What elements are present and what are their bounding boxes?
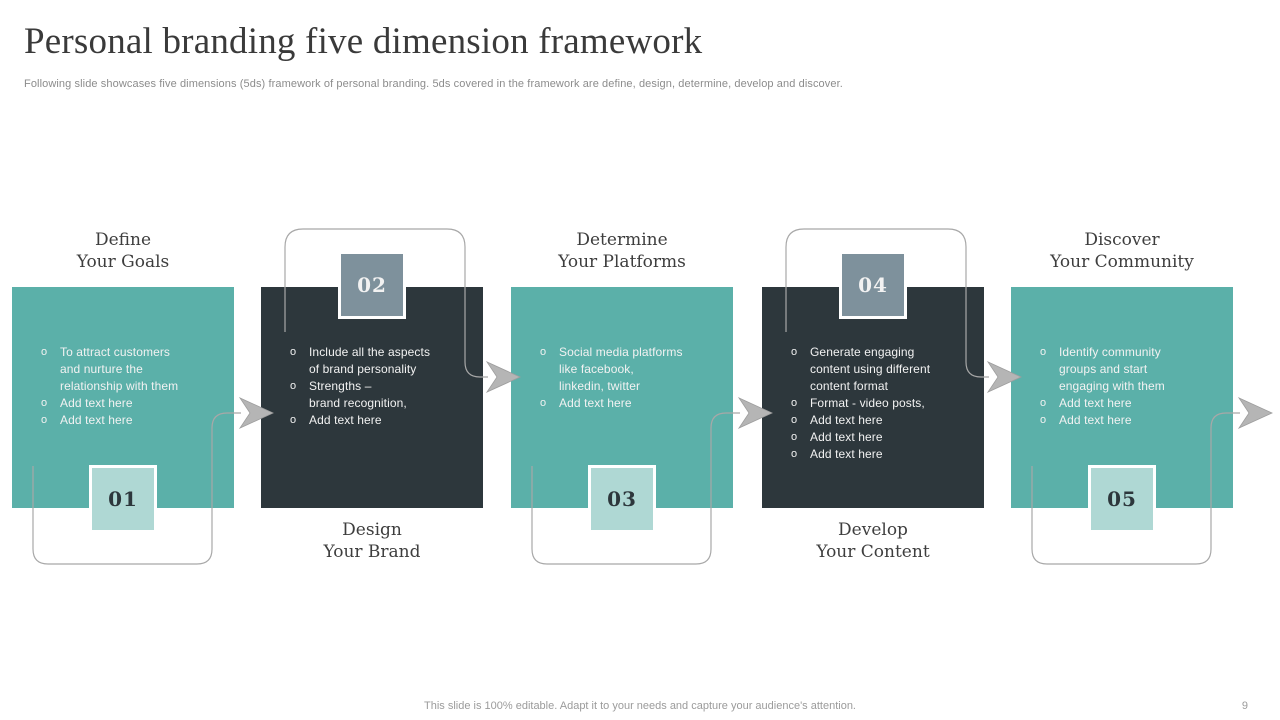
bullet-marker-icon: o xyxy=(41,346,48,358)
bullet-item: o Add text here xyxy=(791,446,970,463)
dimension-title: Develop Your Content xyxy=(816,520,930,562)
bullet-text: Add text here xyxy=(60,396,133,410)
dimension-number-badge: 03 xyxy=(588,465,656,533)
bullet-item: o Strengths – brand recognition, xyxy=(290,378,469,412)
bullet-marker-icon: o xyxy=(791,397,798,409)
bullet-marker-icon: o xyxy=(791,448,798,460)
page-title: Personal branding five dimension framewo… xyxy=(24,21,703,62)
dimension-number-badge: 04 xyxy=(839,251,907,319)
bullet-text: Add text here xyxy=(559,396,632,410)
bullet-item: o Add text here xyxy=(290,412,469,429)
bullet-marker-icon: o xyxy=(290,380,297,392)
bullet-marker-icon: o xyxy=(791,414,798,426)
bullet-item: o Add text here xyxy=(1040,395,1219,412)
dimension-title: Define Your Goals xyxy=(76,230,170,272)
bullet-text: Social media platforms like facebook, li… xyxy=(559,345,683,393)
bullet-item: o Add text here xyxy=(791,429,970,446)
bullet-item: o Add text here xyxy=(41,395,220,412)
page-subtitle: Following slide showcases five dimension… xyxy=(24,78,843,90)
dimension-number-badge: 05 xyxy=(1088,465,1156,533)
bullet-marker-icon: o xyxy=(41,397,48,409)
footer-note: This slide is 100% editable. Adapt it to… xyxy=(424,700,856,712)
bullet-text: Format - video posts, xyxy=(810,396,925,410)
bullet-text: Generate engaging content using differen… xyxy=(810,345,931,393)
bullet-item: o Identify community groups and start eng… xyxy=(1040,344,1219,395)
dimension-number-badge: 01 xyxy=(89,465,157,533)
bullet-marker-icon: o xyxy=(791,431,798,443)
bullet-text: To attract customers and nurture the rel… xyxy=(60,345,179,393)
dimension-title: Design Your Brand xyxy=(323,520,421,562)
bullet-text: Identify community groups and start enga… xyxy=(1059,345,1165,393)
dimension-box: o Generate engaging content using differe… xyxy=(762,287,984,508)
bullet-text: Add text here xyxy=(1059,413,1132,427)
dimension-number-badge: 02 xyxy=(338,251,406,319)
bullet-marker-icon: o xyxy=(290,346,297,358)
bullet-text: Add text here xyxy=(810,430,883,444)
bullet-item: o Add text here xyxy=(540,395,719,412)
bullet-marker-icon: o xyxy=(290,414,297,426)
dimension-box: o Include all the aspects of brand person… xyxy=(261,287,483,508)
bullet-item: o Include all the aspects of brand person… xyxy=(290,344,469,378)
dimension-title: Discover Your Community xyxy=(1050,230,1194,272)
bullet-marker-icon: o xyxy=(1040,397,1047,409)
bullet-item: o Add text here xyxy=(791,412,970,429)
bullet-item: o Add text here xyxy=(41,412,220,429)
bullet-marker-icon: o xyxy=(540,346,547,358)
bullet-text: Include all the aspects of brand persona… xyxy=(309,345,431,376)
bullet-marker-icon: o xyxy=(41,414,48,426)
bullet-item: o Add text here xyxy=(1040,412,1219,429)
bullet-marker-icon: o xyxy=(791,346,798,358)
bullet-marker-icon: o xyxy=(1040,346,1047,358)
bullet-text: Add text here xyxy=(810,447,883,461)
arrow-right-icon xyxy=(1237,397,1273,429)
bullet-item: o Social media platforms like facebook, l… xyxy=(540,344,719,395)
bullet-text: Strengths – brand recognition, xyxy=(309,379,407,410)
dimension-title: Determine Your Platforms xyxy=(558,230,686,272)
bullet-marker-icon: o xyxy=(540,397,547,409)
bullet-marker-icon: o xyxy=(1040,414,1047,426)
bullet-text: Add text here xyxy=(309,413,382,427)
bullet-text: Add text here xyxy=(810,413,883,427)
bullet-text: Add text here xyxy=(60,413,133,427)
bullet-item: o Format - video posts, xyxy=(791,395,970,412)
page-number: 9 xyxy=(1241,700,1248,712)
bullet-text: Add text here xyxy=(1059,396,1132,410)
bullet-item: o Generate engaging content using differe… xyxy=(791,344,970,395)
bullet-item: o To attract customers and nurture the re… xyxy=(41,344,220,395)
